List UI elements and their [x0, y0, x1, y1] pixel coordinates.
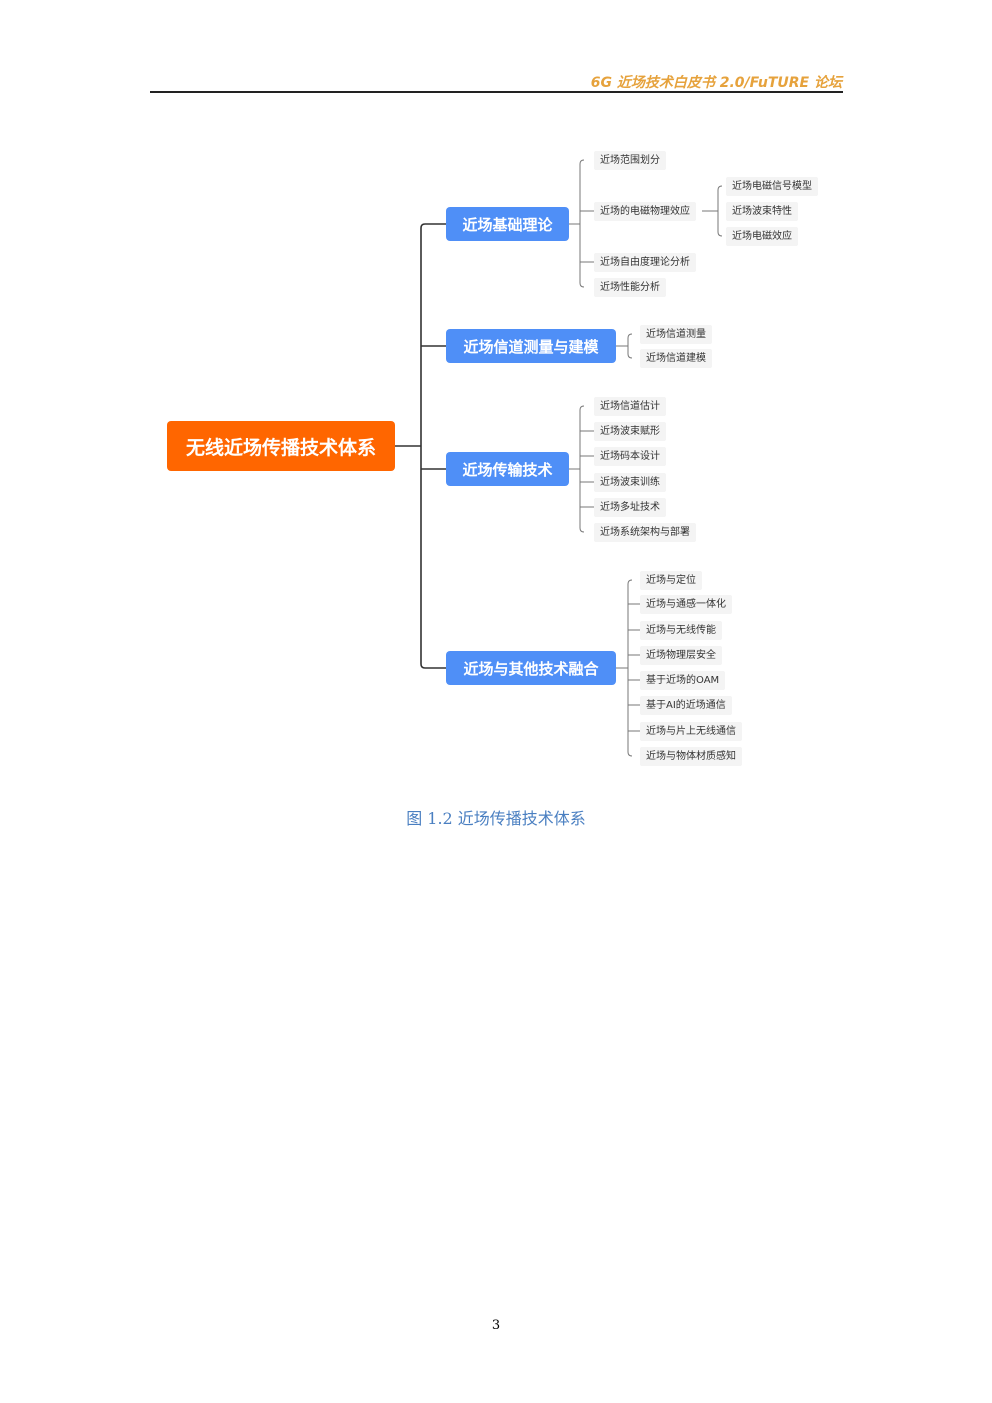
root-node: 无线近场传播技术体系 — [167, 421, 395, 471]
leaf-node: 近场波束特性 — [726, 202, 798, 221]
branch-near-field-theory: 近场基础理论 — [446, 207, 569, 241]
running-header: 6G 近场技术白皮书 2.0/FuTURE 论坛 — [590, 75, 842, 91]
leaf-node: 近场波束赋形 — [594, 422, 666, 441]
leaf-node: 近场系统架构与部署 — [594, 523, 696, 542]
leaf-node: 近场多址技术 — [594, 498, 666, 517]
connector-b3-bracket — [579, 405, 585, 533]
leaf-node: 近场自由度理论分析 — [594, 253, 696, 272]
leaf-node: 基于近场的OAM — [640, 671, 726, 690]
leaf-node: 近场信道建模 — [640, 349, 712, 368]
page-number: 3 — [491, 1318, 501, 1333]
leaf-node: 近场范围划分 — [594, 151, 666, 170]
leaf-node: 近场与定位 — [640, 571, 702, 590]
leaf-node: 近场与物体材质感知 — [640, 747, 742, 766]
connector-trunk — [420, 223, 426, 669]
connector-b1-sub-bracket — [717, 185, 723, 237]
header-rule — [150, 91, 843, 93]
leaf-node: 近场与无线传能 — [640, 621, 722, 640]
leaf-node: 近场物理层安全 — [640, 646, 722, 665]
leaf-node: 近场波束训练 — [594, 473, 666, 492]
leaf-node: 近场与片上无线通信 — [640, 722, 742, 741]
connector-b2-bracket — [627, 333, 633, 359]
leaf-node: 近场码本设计 — [594, 447, 666, 466]
connector-b4-bracket — [627, 579, 633, 757]
leaf-node: 基于AI的近场通信 — [640, 696, 732, 715]
leaf-node: 近场电磁效应 — [726, 227, 798, 246]
branch-transmission-tech: 近场传输技术 — [446, 452, 569, 486]
branch-fusion: 近场与其他技术融合 — [446, 651, 616, 685]
leaf-node: 近场信道估计 — [594, 397, 666, 416]
leaf-node: 近场与通感一体化 — [640, 595, 732, 614]
leaf-node: 近场的电磁物理效应 — [594, 202, 696, 221]
leaf-node: 近场电磁信号模型 — [726, 177, 818, 196]
connector-b1-bracket — [579, 159, 585, 288]
leaf-node: 近场性能分析 — [594, 278, 666, 297]
branch-channel-measurement: 近场信道测量与建模 — [446, 329, 616, 363]
figure-caption: 图 1.2 近场传播技术体系 — [406, 809, 586, 828]
leaf-node: 近场信道测量 — [640, 325, 712, 344]
